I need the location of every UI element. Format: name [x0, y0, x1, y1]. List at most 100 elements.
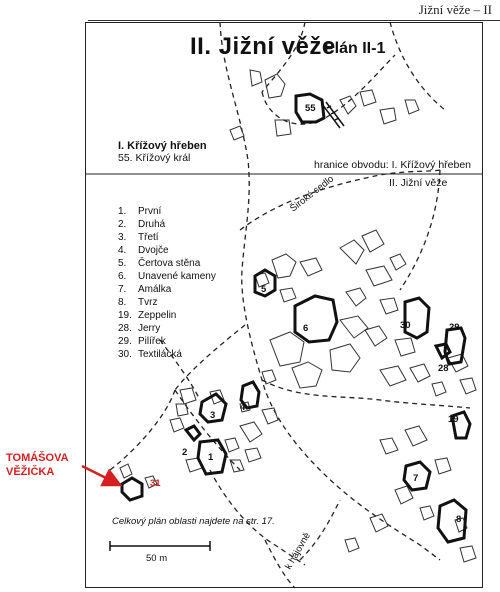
- rock: [369, 513, 389, 533]
- tower-label-31: 31: [150, 478, 161, 489]
- rock: [454, 517, 468, 533]
- trail-path: [159, 339, 201, 401]
- rock: [359, 89, 377, 107]
- legend-item: 2.Druhá: [118, 218, 216, 231]
- legend-number: 28.: [118, 323, 132, 334]
- rock: [269, 331, 305, 367]
- tower-label-30: 30: [400, 320, 411, 331]
- rock: [394, 485, 414, 505]
- rock: [291, 361, 323, 389]
- rock: [261, 369, 277, 385]
- upper-section-item: 55. Křížový král: [118, 152, 190, 164]
- trail-path: [109, 389, 176, 471]
- trail-path: [239, 169, 441, 231]
- rock: [264, 73, 286, 99]
- rock: [361, 229, 385, 253]
- tower-label-29: 29: [449, 322, 460, 333]
- tower-label-4: 4: [240, 402, 246, 413]
- legend-number: 30.: [118, 349, 132, 360]
- tower-2-shape: [183, 424, 202, 443]
- rock: [447, 353, 469, 373]
- rock: [345, 287, 367, 307]
- rock: [339, 315, 369, 339]
- rocks: [119, 69, 477, 563]
- legend-name: Jerry: [138, 323, 161, 334]
- legend-item: 7. Amálka: [118, 283, 216, 296]
- trail-path: [209, 469, 306, 566]
- legend-name: Dvojče: [138, 245, 169, 256]
- tower-label-6: 6: [303, 323, 308, 334]
- boundary-label: hranice obvodu: I. Křížový hřeben: [314, 159, 472, 171]
- legend-item: 1.První: [118, 205, 216, 218]
- lower-section-title: II. Jižní věže: [389, 177, 448, 189]
- rock: [239, 421, 263, 443]
- rock: [459, 545, 477, 563]
- legend-number: 8.: [118, 297, 127, 308]
- trail-path: [261, 21, 306, 93]
- rock: [279, 287, 297, 303]
- rock: [339, 95, 357, 115]
- towers: [120, 92, 472, 544]
- legend-name: Zeppelin: [138, 310, 177, 321]
- trail-label-sedlo: Široké sedlo: [288, 174, 336, 215]
- legend-item: 29. Pilířek: [118, 335, 216, 348]
- rock: [329, 343, 361, 373]
- legend-name: První: [138, 206, 162, 217]
- rock: [379, 437, 399, 455]
- rock: [364, 325, 388, 347]
- trail-path: [174, 324, 246, 391]
- tower-label-3: 3: [210, 410, 215, 421]
- legend-name: Pilířek: [138, 336, 166, 347]
- annotation-line2: VĚŽIČKA: [6, 466, 55, 478]
- annotation-arrow: [81, 464, 123, 487]
- legend-item: 4. Dvojče: [118, 244, 216, 257]
- legend-name: Textilácká: [138, 349, 182, 360]
- rock: [365, 265, 393, 287]
- tower-legend: 1.První 2.Druhá 3.Třetí 4.Dvojče 5.Čerto…: [118, 205, 216, 361]
- legend-number: 7.: [118, 284, 127, 295]
- tower-label-5: 5: [261, 284, 267, 295]
- tower-label-28: 28: [438, 363, 449, 374]
- tower-31-shape: [120, 476, 144, 502]
- legend-item: 30. Textilácká: [118, 348, 216, 361]
- scale-bar: [109, 541, 211, 551]
- rock: [431, 381, 447, 397]
- legend-item: 5.Čertova stěna: [118, 257, 216, 270]
- tower-3-shape: [198, 392, 228, 424]
- map-frame: [85, 22, 483, 588]
- legend-number: 6.: [118, 271, 127, 282]
- rock: [419, 505, 435, 521]
- legend-item: 6.Unavené kameny: [118, 270, 216, 283]
- legend-number: 3.: [118, 232, 127, 243]
- legend-number: 4.: [118, 245, 127, 256]
- upper-item-name: Křížový král: [135, 152, 191, 164]
- legend-name: Amálka: [138, 284, 172, 295]
- tower-label-55: 55: [305, 103, 316, 114]
- map-title: II. Jižní věže: [190, 33, 336, 60]
- rock: [339, 239, 365, 265]
- legend-name: Tvrz: [138, 297, 158, 308]
- tower-19-shape: [450, 410, 472, 440]
- tower-label-19: 19: [448, 414, 459, 425]
- tower-30-shape: [403, 296, 431, 340]
- rock: [379, 297, 399, 315]
- legend-number: 29.: [118, 336, 132, 347]
- trail-path: [219, 21, 441, 561]
- rock: [409, 363, 431, 383]
- tower-7-shape: [402, 460, 432, 492]
- rock: [379, 107, 397, 125]
- ladder-55: [321, 101, 345, 129]
- rock: [224, 437, 240, 453]
- rock: [459, 377, 477, 395]
- tower-4-shape: [239, 380, 261, 410]
- rock: [394, 337, 416, 357]
- header-rule: [88, 20, 500, 21]
- rock: [344, 537, 360, 553]
- tower-1-shape: [196, 438, 228, 476]
- rock: [261, 407, 279, 425]
- overview-note: Celkový plán oblasti najdete na str. 17.: [112, 516, 275, 527]
- tower-label-7: 7: [413, 473, 418, 484]
- rock: [249, 69, 263, 87]
- tower-6-shape: [293, 294, 339, 344]
- legend-item: 19.Zeppelin: [118, 309, 216, 322]
